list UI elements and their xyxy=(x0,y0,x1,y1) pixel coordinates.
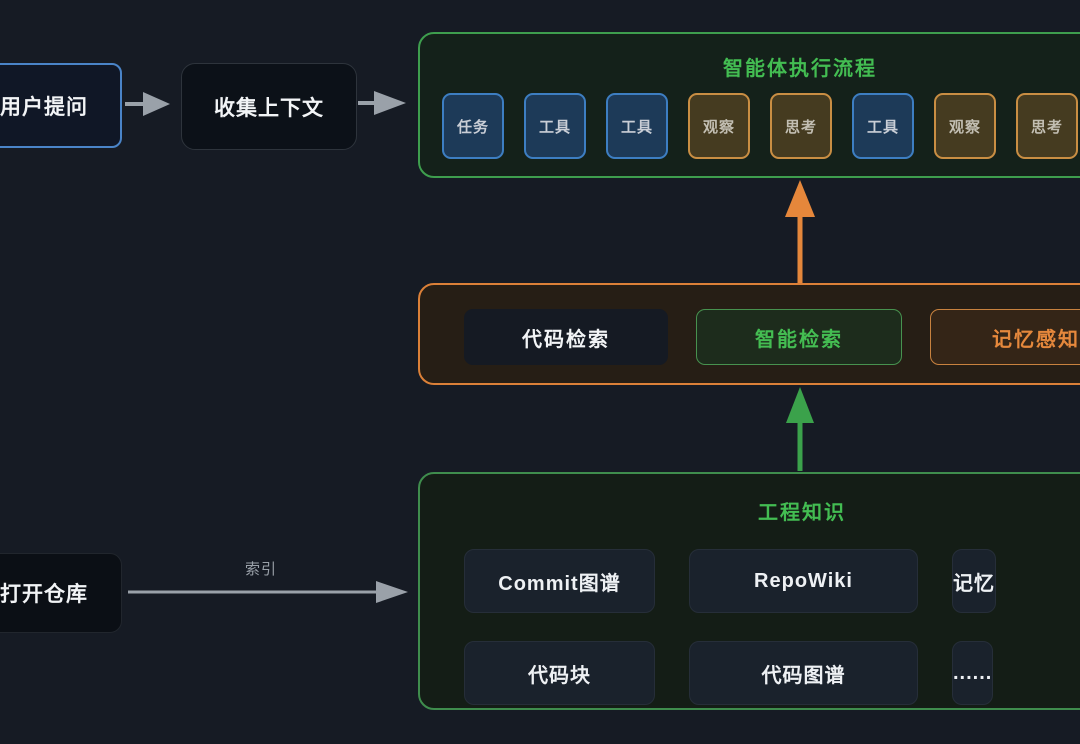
index-arrow-label: 索引 xyxy=(244,561,277,578)
open-repo-node[interactable]: 打开仓库 xyxy=(0,553,122,633)
agent-step[interactable]: 任务 xyxy=(442,93,504,159)
agent-flow-steps: 任务工具工具观察思考工具观察思考 xyxy=(442,93,1078,159)
knowledge-row-1: Commit图谱 RepoWiki 记忆 xyxy=(464,549,996,613)
knowledge-cell[interactable]: 代码图谱 xyxy=(689,641,918,705)
agent-step[interactable]: 观察 xyxy=(688,93,750,159)
knowledge-title: 工程知识 xyxy=(758,502,846,524)
agent-step[interactable]: 工具 xyxy=(524,93,586,159)
knowledge-panel: 工程知识 Commit图谱 RepoWiki 记忆 代码块代码图谱...... xyxy=(418,472,1080,710)
retrieval-panel: 代码检索智能检索记忆感知 xyxy=(418,283,1080,385)
retrieval-items: 代码检索智能检索记忆感知 xyxy=(464,309,1080,365)
arrow-collect-to-agent xyxy=(358,91,406,115)
knowledge-cell[interactable]: ...... xyxy=(952,641,994,705)
arrow-retrieval-to-agent xyxy=(785,180,815,283)
agent-flow-panel: 智能体执行流程 任务工具工具观察思考工具观察思考 xyxy=(418,32,1080,178)
collect-context-label: 收集上下文 xyxy=(214,96,324,120)
arrow-user-to-collect xyxy=(125,92,170,116)
knowledge-cell[interactable]: Commit图谱 xyxy=(464,549,655,613)
knowledge-row-2: 代码块代码图谱...... xyxy=(464,641,994,705)
open-repo-label: 打开仓库 xyxy=(0,583,88,606)
retrieval-chip[interactable]: 代码检索 xyxy=(464,309,668,365)
collect-context-node[interactable]: 收集上下文 xyxy=(181,63,357,150)
agent-step[interactable]: 思考 xyxy=(1016,93,1078,159)
agent-flow-title: 智能体执行流程 xyxy=(723,58,877,80)
knowledge-cell[interactable]: RepoWiki xyxy=(689,549,918,613)
arrow-knowledge-to-retrieval xyxy=(786,387,814,471)
knowledge-cell[interactable]: 代码块 xyxy=(464,641,655,705)
arrow-repo-to-knowledge xyxy=(128,581,408,603)
agent-step[interactable]: 思考 xyxy=(770,93,832,159)
retrieval-chip[interactable]: 智能检索 xyxy=(696,309,902,365)
knowledge-cell[interactable]: 记忆 xyxy=(952,549,996,613)
retrieval-chip[interactable]: 记忆感知 xyxy=(930,309,1080,365)
agent-step[interactable]: 工具 xyxy=(606,93,668,159)
user-question-node[interactable]: 用户提问 xyxy=(0,63,122,148)
user-question-label: 用户提问 xyxy=(0,95,88,119)
agent-step[interactable]: 观察 xyxy=(934,93,996,159)
agent-step[interactable]: 工具 xyxy=(852,93,914,159)
